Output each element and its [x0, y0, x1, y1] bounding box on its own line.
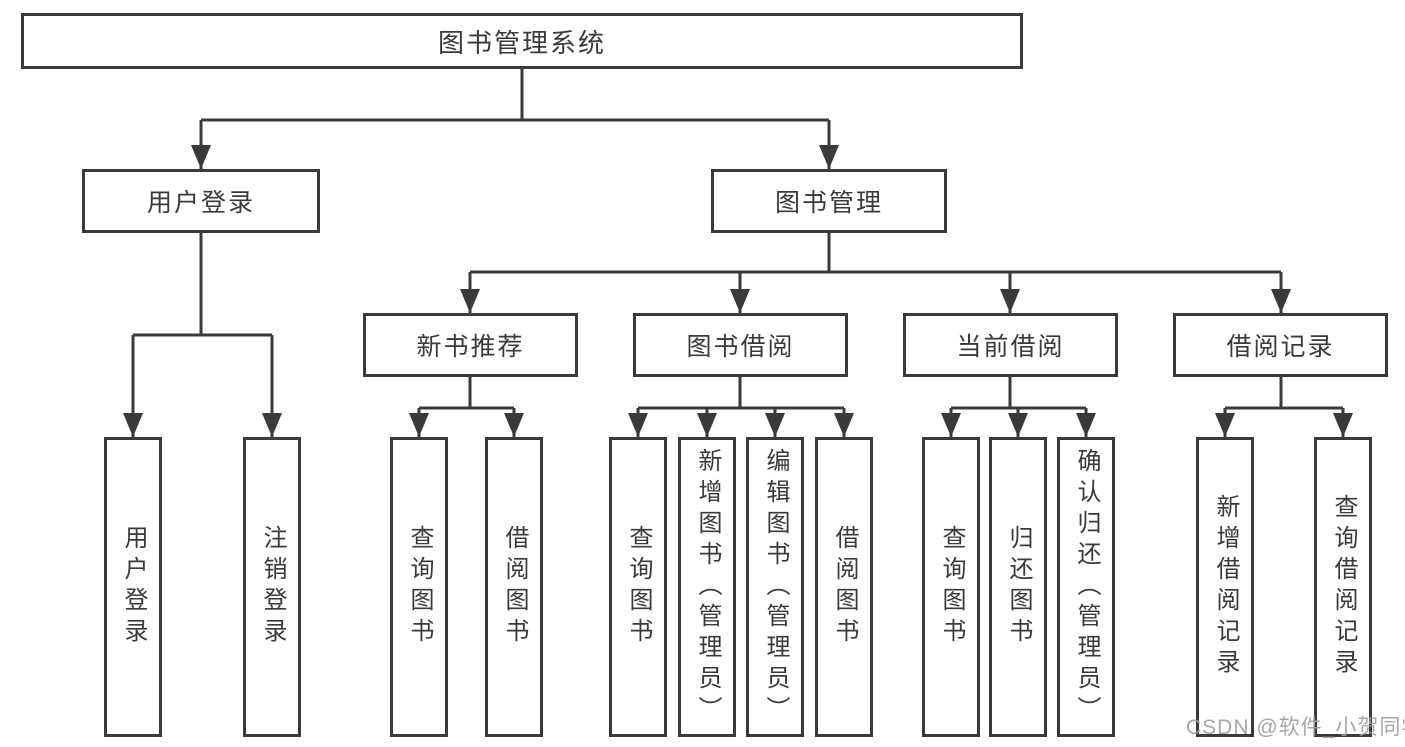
leaf-label: 注销登录	[259, 525, 286, 649]
leaf-label: 查询借阅记录	[1330, 494, 1357, 680]
leaf-label: 查询图书	[406, 525, 433, 649]
node-book-borrowing: 图书借阅	[633, 313, 848, 377]
leaf-label: 新增借阅记录	[1212, 494, 1239, 680]
connector-book-management-to-level3	[468, 233, 1283, 313]
leaf-label: 归还图书	[1005, 525, 1032, 649]
arrow-down-icon	[1076, 413, 1096, 437]
connector-user-login-to-leaves	[131, 233, 274, 437]
node-current-borrowing: 当前借阅	[903, 313, 1118, 377]
arrow-down-icon	[504, 413, 524, 437]
node-label: 用户登录	[146, 189, 255, 217]
leaf-label: 编辑图书（管理员）	[762, 447, 789, 727]
leaf-records-add-borrow-record: 新增借阅记录	[1196, 437, 1254, 737]
arrow-down-icon	[628, 413, 648, 437]
node-user-login: 用户登录	[82, 169, 320, 233]
arrow-down-icon	[1333, 413, 1353, 437]
connector-borrowing-records-to-leaves	[1223, 377, 1345, 437]
leaf-borrow-add-books-admin: 新增图书（管理员）	[678, 437, 736, 737]
leaf-logout: 注销登录	[243, 437, 301, 737]
leaf-newbooks-borrow-books: 借阅图书	[485, 437, 543, 737]
leaf-current-return-books: 归还图书	[989, 437, 1047, 737]
arrow-down-icon	[1008, 413, 1028, 437]
arrow-down-icon	[1215, 413, 1235, 437]
connector-elbows	[131, 69, 1345, 437]
leaf-borrow-query-books: 查询图书	[609, 437, 667, 737]
connector-new-book-recommendation-to-leaves	[417, 377, 516, 437]
node-new-book-recommendation: 新书推荐	[363, 313, 578, 377]
arrow-down-icon	[409, 413, 429, 437]
leaf-label: 查询图书	[938, 525, 965, 649]
arrow-down-icon	[819, 145, 839, 169]
arrow-down-icon	[460, 289, 480, 313]
leaf-label: 借阅图书	[501, 525, 528, 649]
leaf-label: 用户登录	[120, 525, 147, 649]
arrow-down-icon	[1271, 289, 1291, 313]
node-book-management: 图书管理	[711, 169, 947, 233]
node-label: 当前借阅	[956, 333, 1065, 361]
csdn-watermark: CSDN @软件_小贺同学	[1186, 716, 1405, 739]
node-borrowing-records: 借阅记录	[1173, 313, 1388, 377]
leaf-label: 确认归还（管理员）	[1073, 447, 1100, 727]
leaf-label: 借阅图书	[831, 525, 858, 649]
arrow-down-icon	[697, 413, 717, 437]
node-label: 图书借阅	[686, 333, 795, 361]
leaf-borrow-borrow-books: 借阅图书	[815, 437, 873, 737]
arrow-down-icon	[834, 413, 854, 437]
arrow-down-icon	[730, 289, 750, 313]
node-library-management-system: 图书管理系统	[21, 13, 1023, 69]
node-label: 新书推荐	[416, 333, 525, 361]
leaf-user-login: 用户登录	[104, 437, 162, 737]
node-label: 图书管理系统	[437, 27, 606, 58]
leaf-current-query-books: 查询图书	[922, 437, 980, 737]
leaf-borrow-edit-books-admin: 编辑图书（管理员）	[746, 437, 804, 737]
leaf-current-confirm-return-admin: 确认归还（管理员）	[1057, 437, 1115, 737]
arrowheads	[123, 145, 1353, 437]
leaf-label: 新增图书（管理员）	[694, 447, 721, 727]
node-label: 图书管理	[774, 189, 883, 217]
node-label: 借阅记录	[1226, 333, 1335, 361]
arrow-down-icon	[262, 413, 282, 437]
connector-root-to-level2	[199, 69, 831, 169]
arrow-down-icon	[1000, 289, 1020, 313]
arrow-down-icon	[941, 413, 961, 437]
connector-book-borrowing-to-leaves	[636, 377, 846, 437]
arrow-down-icon	[765, 413, 785, 437]
arrow-down-icon	[191, 145, 211, 169]
arrow-down-icon	[123, 413, 143, 437]
leaf-records-query-borrow-record: 查询借阅记录	[1314, 437, 1372, 737]
leaf-label: 查询图书	[625, 525, 652, 649]
leaf-newbooks-query-books: 查询图书	[390, 437, 448, 737]
